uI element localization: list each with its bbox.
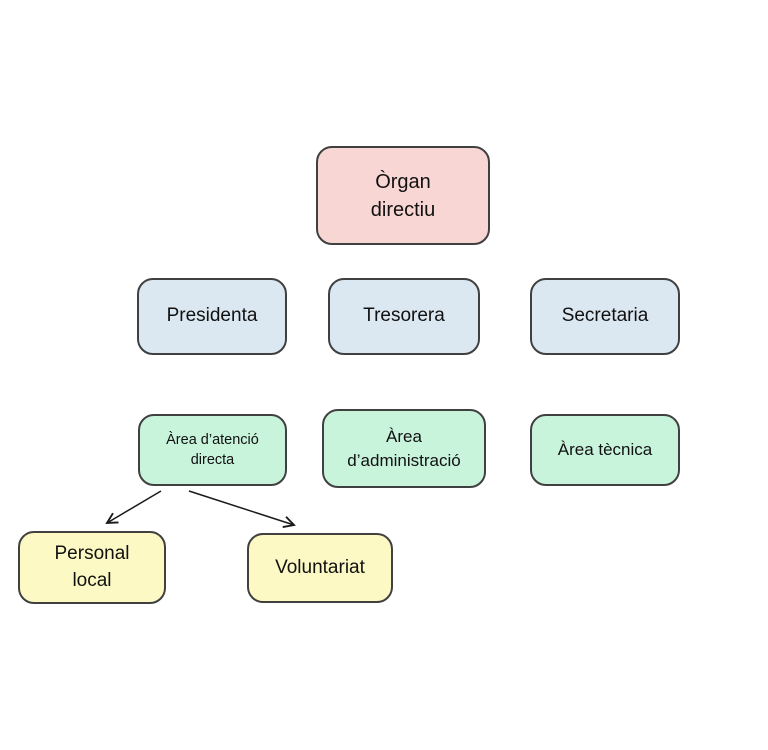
node-secretaria-label: Secretaria bbox=[561, 305, 649, 327]
node-area-atencio-directa: Àrea d’atenció directa bbox=[138, 414, 287, 486]
node-area-administracio-label: Àrea d’administració bbox=[347, 426, 461, 470]
arrow-atencio-to-voluntariat bbox=[188, 490, 296, 528]
node-presidenta-label: Presidenta bbox=[166, 305, 258, 327]
node-area-administracio: Àrea d’administració bbox=[322, 409, 486, 488]
node-presidenta: Presidenta bbox=[137, 278, 287, 355]
node-tresorera: Tresorera bbox=[328, 278, 480, 355]
node-organ-directiu-label: Òrgan directiu bbox=[370, 170, 436, 221]
node-area-tecnica: Àrea tècnica bbox=[530, 414, 680, 486]
node-personal-local-label: Personal local bbox=[54, 542, 130, 591]
node-area-tecnica-label: Àrea tècnica bbox=[557, 440, 653, 460]
node-area-atencio-directa-label: Àrea d’atenció directa bbox=[166, 431, 259, 468]
node-personal-local: Personal local bbox=[18, 531, 166, 604]
node-voluntariat: Voluntariat bbox=[247, 533, 393, 603]
node-voluntariat-label: Voluntariat bbox=[275, 556, 365, 578]
arrow-atencio-to-personal-local bbox=[105, 490, 162, 525]
node-tresorera-label: Tresorera bbox=[363, 305, 445, 327]
node-secretaria: Secretaria bbox=[530, 278, 680, 355]
node-organ-directiu: Òrgan directiu bbox=[316, 146, 490, 245]
